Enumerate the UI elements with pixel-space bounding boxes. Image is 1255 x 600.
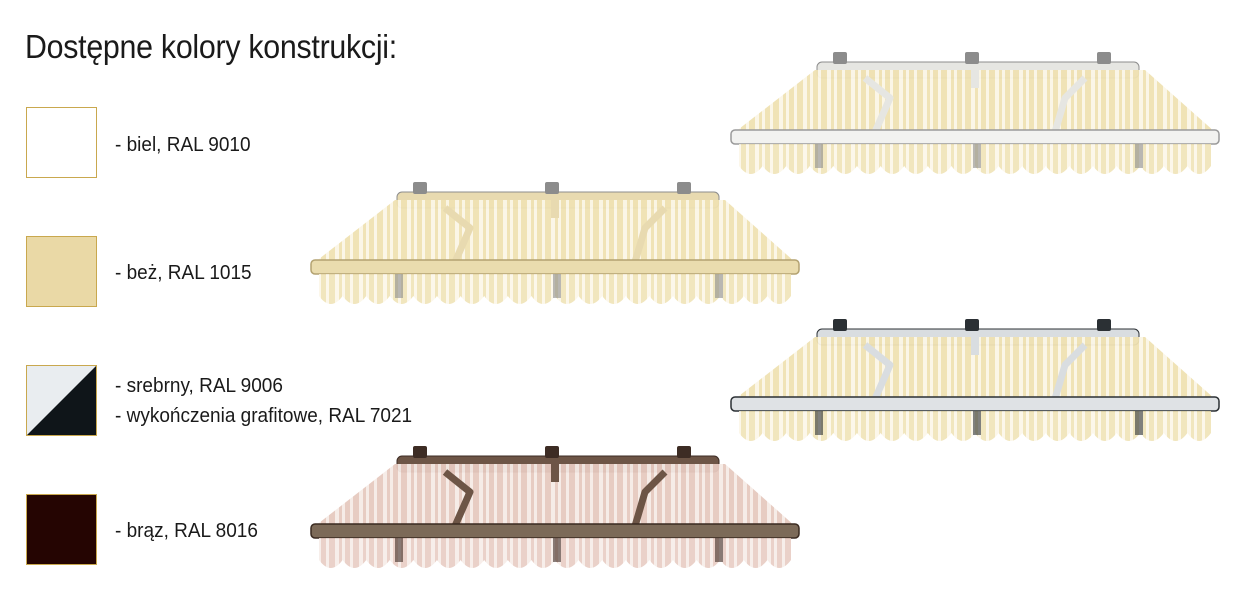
awning-support: [973, 144, 981, 168]
awning-arm-right: [1051, 342, 1088, 400]
color-label-brown: - brąz, RAL 8016: [115, 520, 258, 542]
awning-wall-bracket: [677, 446, 691, 458]
awning-wall-bracket: [1097, 319, 1111, 331]
awning-front-bar: [730, 396, 1220, 412]
color-label-graphite: - wykończenia grafitowe, RAL 7021: [115, 405, 413, 427]
awning-white-illustration: [730, 52, 1220, 174]
awning-brown-illustration: [310, 446, 800, 568]
awning-silver-illustration: [730, 319, 1220, 441]
awning-wall-bracket: [545, 446, 559, 458]
awning-wall-bracket: [413, 446, 427, 458]
awning-arm-right: [631, 205, 668, 263]
awning-support: [553, 538, 561, 562]
awning-arm-left: [862, 342, 894, 401]
color-label-white: - biel, RAL 9010: [115, 134, 251, 156]
awning-support: [1135, 144, 1143, 168]
awning-support: [715, 538, 723, 562]
awning-arm-left: [862, 75, 894, 134]
awning-arm-left: [442, 205, 474, 264]
awning-wall-bracket: [545, 182, 559, 194]
awning-support: [973, 411, 981, 435]
awning-support: [1135, 411, 1143, 435]
page-title: Dostępne kolory konstrukcji:: [25, 28, 397, 65]
awning-canopy: [315, 464, 795, 526]
awning-canopy: [315, 200, 795, 262]
awning-wall-bracket: [965, 52, 979, 64]
awning-front-bar: [310, 259, 800, 275]
awning-support: [815, 144, 823, 168]
awning-support: [553, 274, 561, 298]
awning-support: [815, 411, 823, 435]
awning-support: [395, 538, 403, 562]
awning-front-bar: [730, 129, 1220, 145]
awning-beige-illustration: [310, 182, 800, 304]
color-swatch-beige: [26, 236, 97, 307]
awning-canopy: [735, 70, 1215, 132]
color-swatch-silver-graphite: [26, 365, 97, 436]
awning-wall-bracket: [413, 182, 427, 194]
awning-arm-right: [631, 469, 668, 527]
awning-canopy: [735, 337, 1215, 399]
color-label-silver: - srebrny, RAL 9006: [115, 375, 283, 397]
awning-wall-bracket: [1097, 52, 1111, 64]
awning-support: [715, 274, 723, 298]
color-swatch-white: [26, 107, 97, 178]
color-swatch-brown: [26, 494, 97, 565]
awning-arm-right: [1051, 75, 1088, 133]
awning-support: [395, 274, 403, 298]
awning-wall-bracket: [833, 319, 847, 331]
color-label-beige: - beż, RAL 1015: [115, 262, 252, 284]
awning-wall-bracket: [965, 319, 979, 331]
awning-wall-bracket: [833, 52, 847, 64]
awning-wall-bracket: [677, 182, 691, 194]
awning-arm-left: [442, 469, 474, 528]
awning-front-bar: [310, 523, 800, 539]
